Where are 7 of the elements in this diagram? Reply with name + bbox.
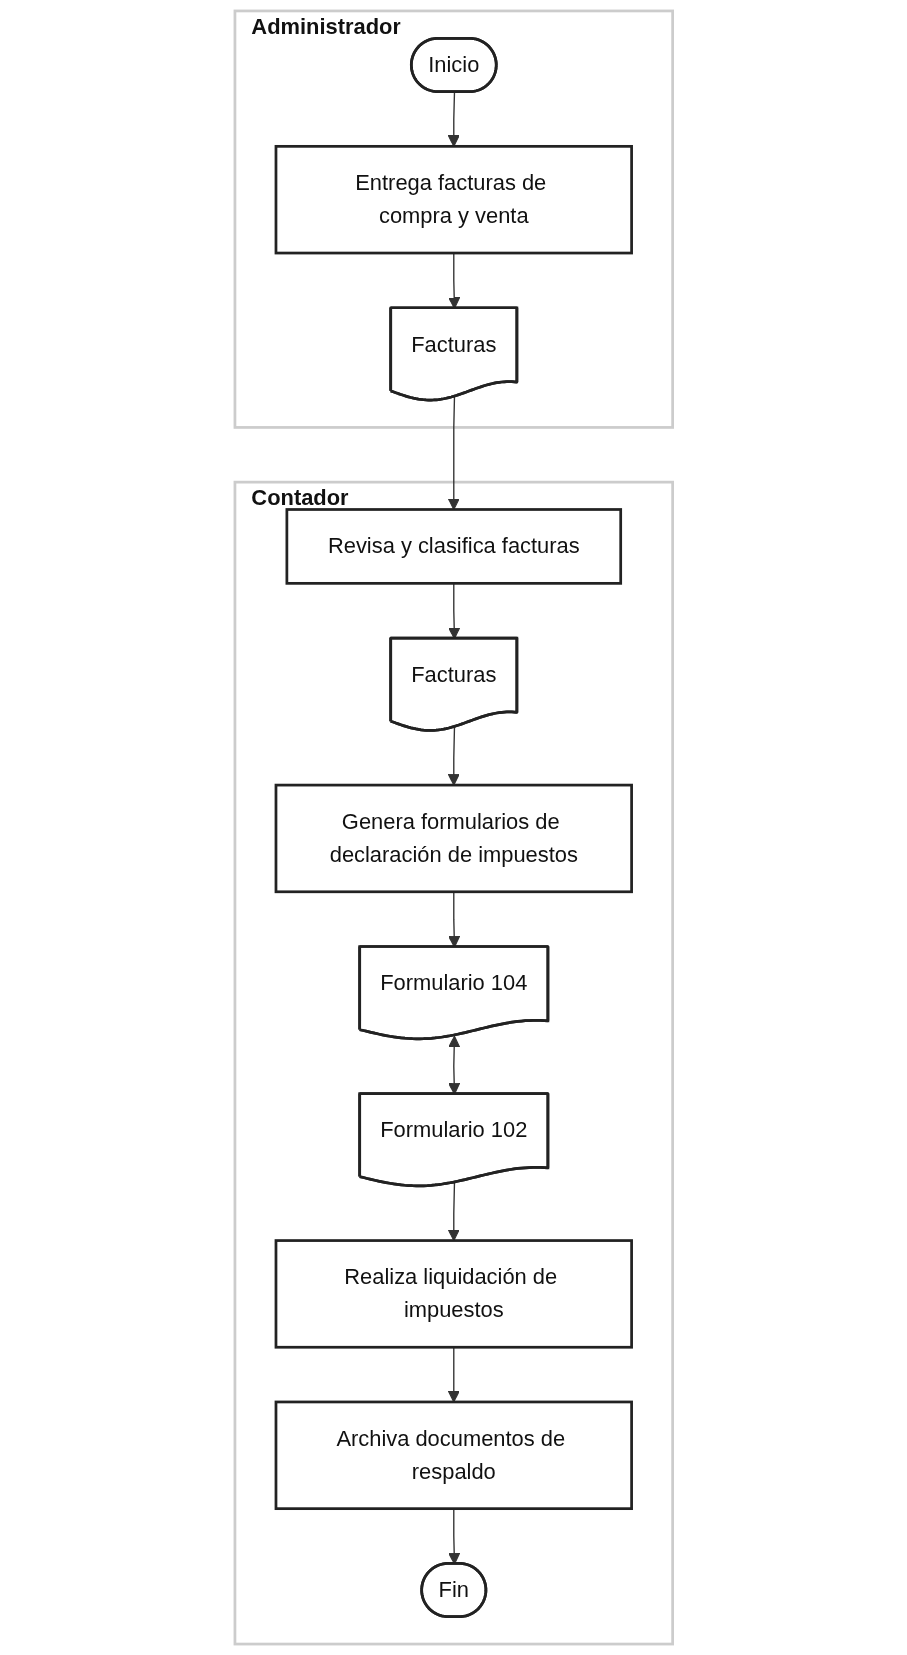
arrow bbox=[447, 91, 460, 147]
node-box: Genera formularios de declaración de impuestos bbox=[274, 783, 633, 894]
node-box: Archiva documentos de respaldo bbox=[274, 1400, 633, 1510]
node-box: Realiza liquidación de impuestos bbox=[274, 1239, 633, 1349]
arrow bbox=[447, 726, 460, 786]
node-box: Revisa y clasifica facturas bbox=[285, 508, 622, 585]
node-box: Entrega facturas de compra y venta bbox=[274, 145, 633, 255]
